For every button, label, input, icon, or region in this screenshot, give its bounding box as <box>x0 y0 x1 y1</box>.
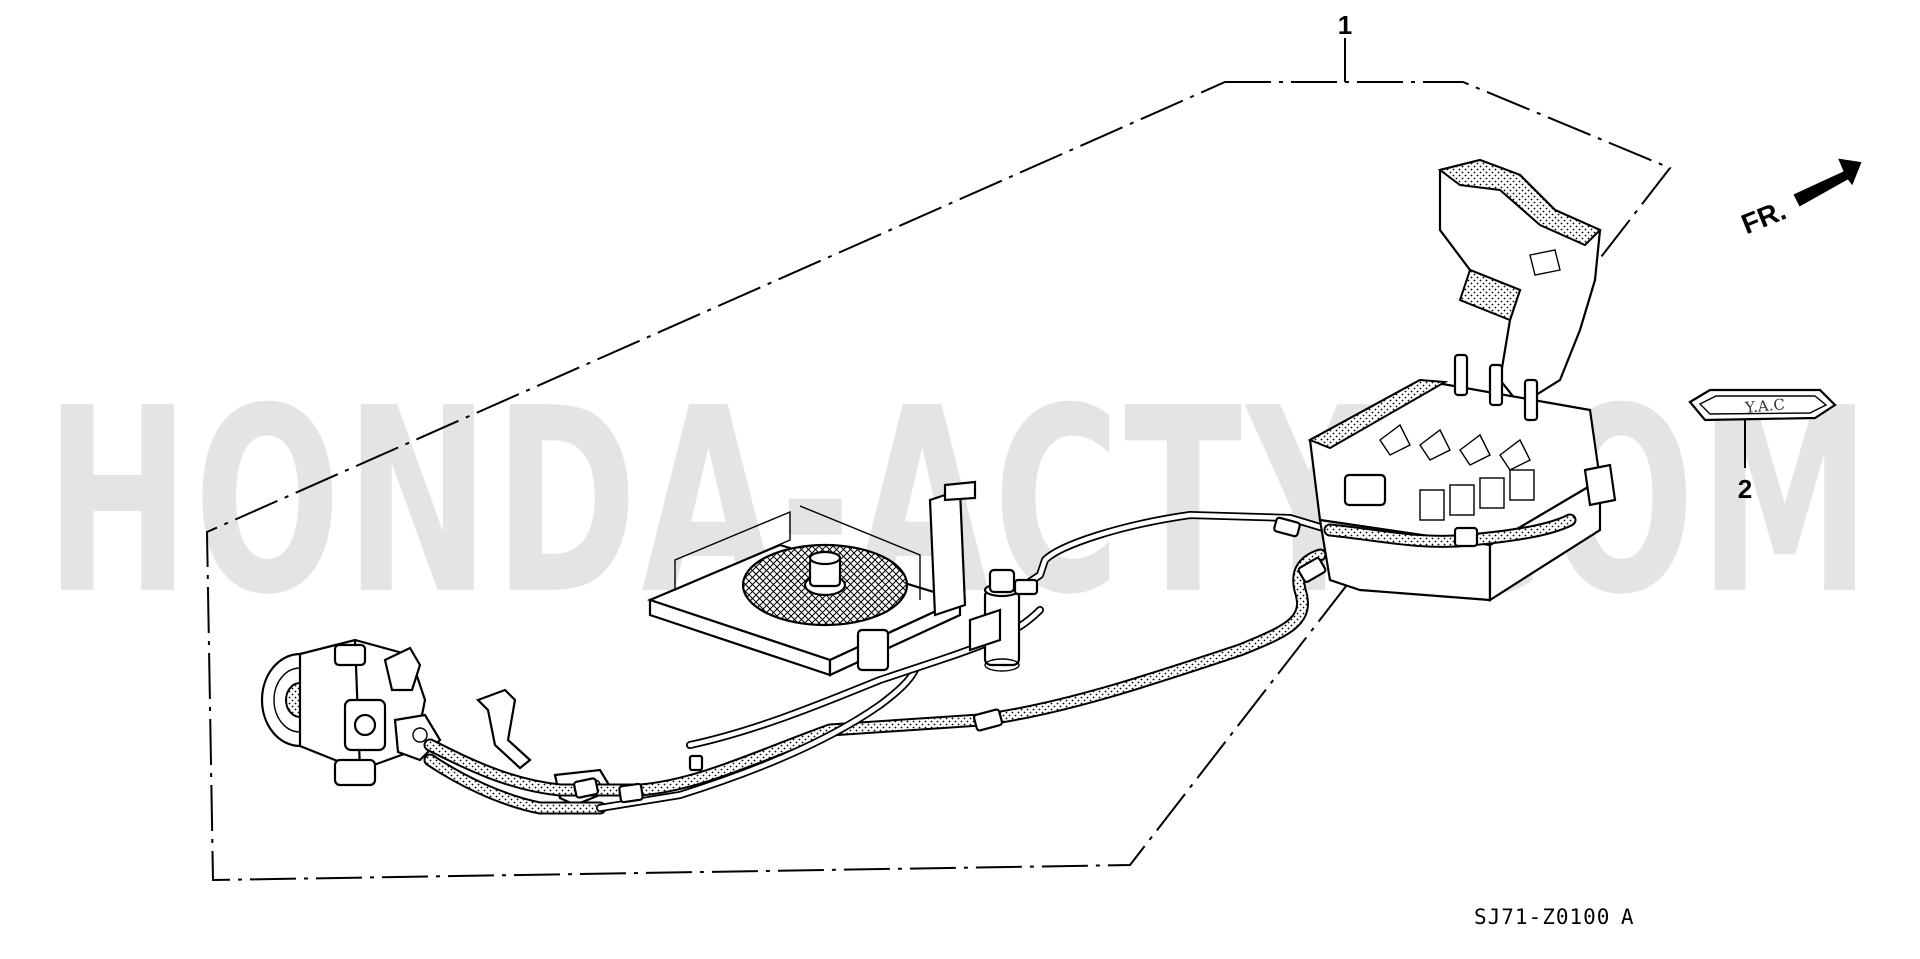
front-direction-indicator: FR. <box>1737 158 1862 240</box>
diagram-code-number: SJ71-Z0100 <box>1474 905 1610 929</box>
compressor <box>260 638 442 787</box>
condenser-fan-assembly <box>646 480 977 677</box>
diagram-code: SJ71-Z0100 A <box>1474 905 1635 929</box>
diagram-code-revision: A <box>1621 905 1635 929</box>
evaporator-unit <box>1307 158 1617 603</box>
kit-outline <box>205 81 1672 882</box>
receiver-dryer <box>968 568 1039 672</box>
ac-label-badge: Y.A.C 2 <box>1688 388 1837 504</box>
callout-1-number: 1 <box>1338 10 1352 40</box>
badge-text: Y.A.C <box>1743 395 1785 416</box>
callout-2-number: 2 <box>1738 474 1752 504</box>
front-direction-label: FR. <box>1737 194 1790 240</box>
